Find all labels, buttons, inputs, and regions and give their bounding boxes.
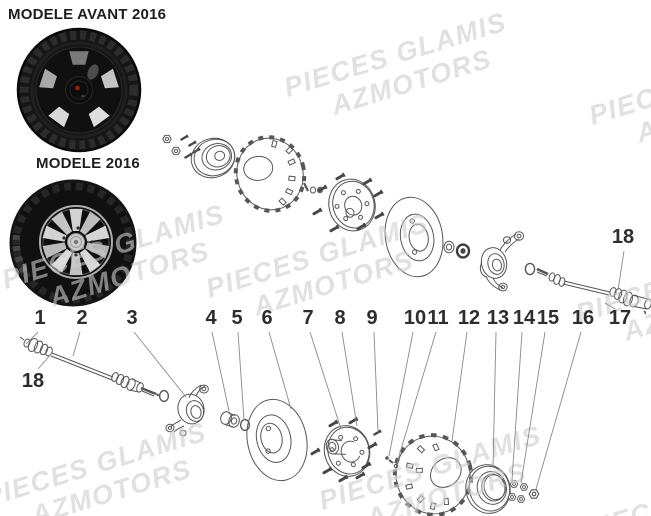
circlip-axle-bottom-drawing xyxy=(158,389,170,403)
exploded-bottom-row xyxy=(19,336,540,516)
callout-13: 13 xyxy=(486,307,510,329)
brake-disc-top-drawing xyxy=(384,196,444,278)
callout-17: 17 xyxy=(608,307,632,329)
callout-5: 5 xyxy=(231,307,243,329)
wheel-photo-avant-2016 xyxy=(16,27,142,153)
callout-6: 6 xyxy=(261,307,273,329)
callout-8: 8 xyxy=(334,307,346,329)
callout-9: 9 xyxy=(366,307,378,329)
steel-rim-top-drawing xyxy=(190,137,236,179)
steel-rim-bottom-drawing xyxy=(465,464,511,514)
brake-disc-bottom-drawing xyxy=(246,398,308,482)
label-modele-avant-2016: MODELE AVANT 2016 xyxy=(8,6,167,23)
hub-cap-photo-avant xyxy=(65,76,93,104)
label-modele-2016: MODELE 2016 xyxy=(36,155,140,172)
callout-3: 3 xyxy=(126,307,138,329)
callout-4: 4 xyxy=(205,307,217,329)
callout-18: 18 xyxy=(611,226,635,248)
knuckle-top-drawing xyxy=(479,231,525,292)
circlip-top-drawing xyxy=(524,262,536,276)
callout-2: 2 xyxy=(76,307,88,329)
rim-photo-2016 xyxy=(39,205,113,279)
wheel-photo-2016 xyxy=(9,179,137,307)
exploded-top-row xyxy=(162,133,651,315)
callout-18: 18 xyxy=(21,370,45,392)
axle-top-drawing xyxy=(536,267,651,315)
callout-15: 15 xyxy=(536,307,560,329)
callout-16: 16 xyxy=(571,307,595,329)
spacer-top-drawing xyxy=(455,243,471,259)
callout-11: 11 xyxy=(427,307,449,329)
bushing-drawing xyxy=(220,411,240,428)
valve-stem-top-drawing xyxy=(303,182,323,194)
washer-top-drawing xyxy=(443,240,455,254)
callout-1: 1 xyxy=(34,307,46,329)
callout-10: 10 xyxy=(403,307,427,329)
callout-14: 14 xyxy=(512,307,536,329)
hub-top-drawing xyxy=(311,171,386,234)
callout-12: 12 xyxy=(457,307,481,329)
callout-7: 7 xyxy=(302,307,314,329)
knuckle-bottom-drawing xyxy=(165,384,209,437)
circlip-hub-bottom-drawing xyxy=(239,418,251,432)
tire-top-drawing xyxy=(233,135,307,213)
